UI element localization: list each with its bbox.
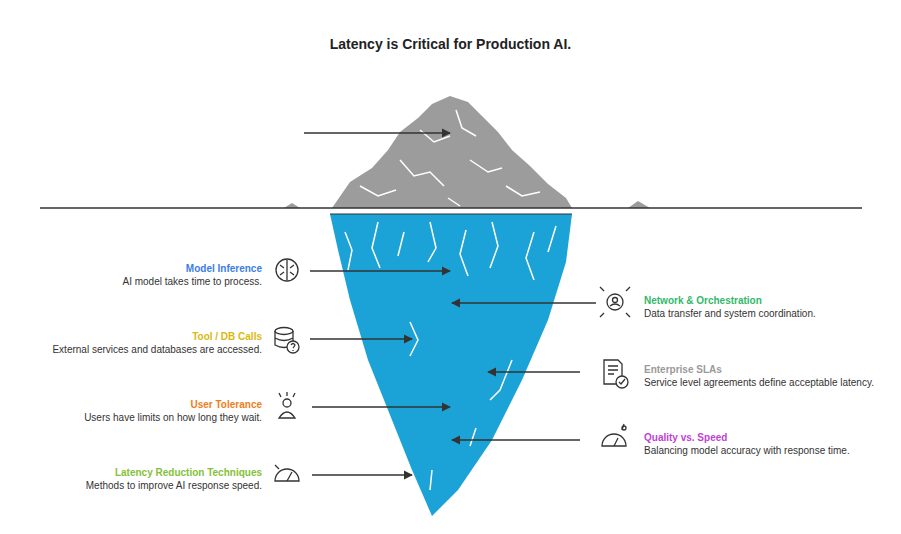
callout-description: Data transfer and system coordination. <box>644 307 866 320</box>
callout-group: User ToleranceUsers have limits on how l… <box>40 398 262 424</box>
callout-heading: Enterprise SLAs <box>644 363 866 376</box>
callout-heading: Network & Orchestration <box>644 294 866 307</box>
callout-description: Users have limits on how long they wait. <box>40 411 262 424</box>
callout-group: Enterprise SLAsService level agreements … <box>644 363 866 389</box>
callout-group: Model InferenceAI model takes time to pr… <box>40 262 262 288</box>
callout-heading: Quality vs. Speed <box>644 431 866 444</box>
callout-description: External services and databases are acce… <box>40 343 262 356</box>
callout-description: Balancing model accuracy with response t… <box>644 444 866 457</box>
callout-description: Methods to improve AI response speed. <box>40 479 262 492</box>
callout-heading: Tool / DB Calls <box>40 330 262 343</box>
callout-description: AI model takes time to process. <box>40 275 262 288</box>
callout-group: Tool / DB CallsExternal services and dat… <box>40 330 262 356</box>
callout-heading: User Tolerance <box>40 398 262 411</box>
callout-group: Network & OrchestrationData transfer and… <box>644 294 866 320</box>
callout-group: Quality vs. SpeedBalancing model accurac… <box>644 431 866 457</box>
callout-heading: Latency Reduction Techniques <box>40 466 262 479</box>
callout-group: Latency Reduction TechniquesMethods to i… <box>40 466 262 492</box>
diagram-title: Latency is Critical for Production AI. <box>0 36 901 52</box>
callout-heading: Model Inference <box>40 262 262 275</box>
callout-description: Service level agreements define acceptab… <box>644 376 866 389</box>
